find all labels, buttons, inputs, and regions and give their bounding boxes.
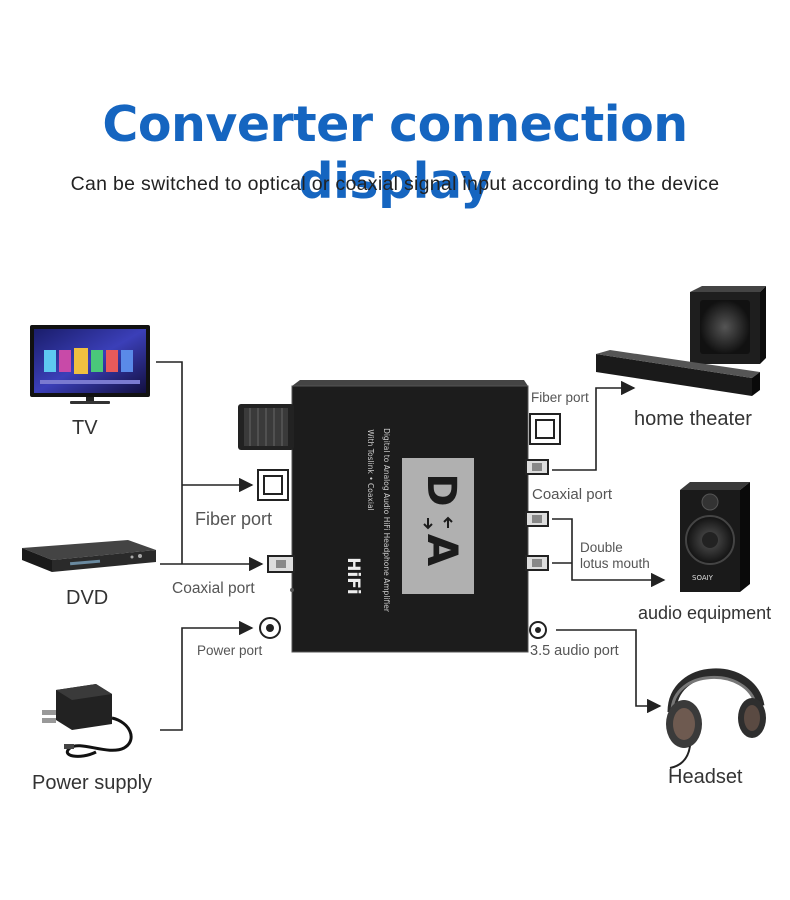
double-lotus-line2-label: lotus mouth	[580, 556, 650, 571]
tv-image	[30, 325, 150, 404]
tv-connector-line	[156, 361, 183, 564]
coaxial-port-left-label: Coaxial port	[172, 580, 255, 597]
coaxial-port-right-label: Coaxial port	[532, 486, 613, 503]
home-theater-label: home theater	[634, 408, 752, 430]
tv-label: TV	[72, 417, 98, 439]
home-theater-image	[596, 286, 766, 396]
home-theater-line	[552, 380, 636, 471]
audio-port-label: 3.5 audio port	[530, 643, 619, 659]
audio-equipment-label: audio equipment	[638, 603, 772, 623]
fiber-port-right-label: Fiber port	[531, 390, 589, 405]
svg-text:SOAIY: SOAIY	[692, 574, 714, 582]
power-connector-line	[160, 620, 254, 731]
dac-converter-device: D A HiFi Digital to Analog Audio HiFi He…	[238, 380, 561, 653]
power-supply-label: Power supply	[32, 772, 153, 794]
connection-lines	[156, 361, 666, 731]
power-supply-image	[42, 684, 133, 758]
double-lotus-line1-label: Double	[580, 540, 623, 555]
device-caption-line1: Digital to Analog Audio HiFi Headphone A…	[382, 428, 391, 613]
page-title: Converter connection display	[102, 96, 688, 210]
dvd-label: DVD	[66, 587, 109, 609]
dvd-image	[22, 540, 156, 572]
page-subtitle: Can be switched to optical or coaxial si…	[70, 173, 720, 195]
headset-image	[666, 668, 766, 769]
power-port-label: Power port	[197, 643, 263, 658]
fiber-port-left-label: Fiber port	[195, 509, 273, 529]
headset-label: Headset	[668, 766, 743, 788]
headset-line	[556, 629, 662, 714]
device-logo-a: A	[418, 534, 467, 567]
audio-equipment-image: SOAIY	[680, 482, 750, 592]
device-caption-line2: With Toslink • Coaxial	[366, 429, 375, 510]
device-logo-d: D	[418, 473, 464, 506]
device-hifi-label: HiFi	[343, 557, 363, 595]
lotus-top-line	[552, 518, 666, 588]
